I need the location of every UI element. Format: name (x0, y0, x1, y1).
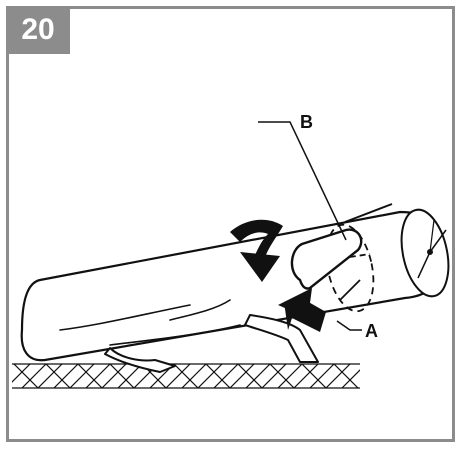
callout-a-label: A (365, 321, 378, 341)
callout-b-label: B (300, 112, 313, 132)
callout-leaders (258, 121, 362, 331)
push-arrow (278, 288, 326, 332)
bark-texture (59, 299, 241, 346)
branch-line (344, 203, 393, 223)
root-stubs (104, 314, 319, 373)
callout-b-leader (258, 121, 347, 241)
callout-a-leader (336, 320, 362, 331)
ground-hatching (12, 363, 360, 389)
groove-slot (290, 228, 363, 290)
step-number-badge: 20 (6, 6, 70, 54)
log-end-face (400, 208, 450, 298)
rotation-arrow (230, 219, 283, 282)
